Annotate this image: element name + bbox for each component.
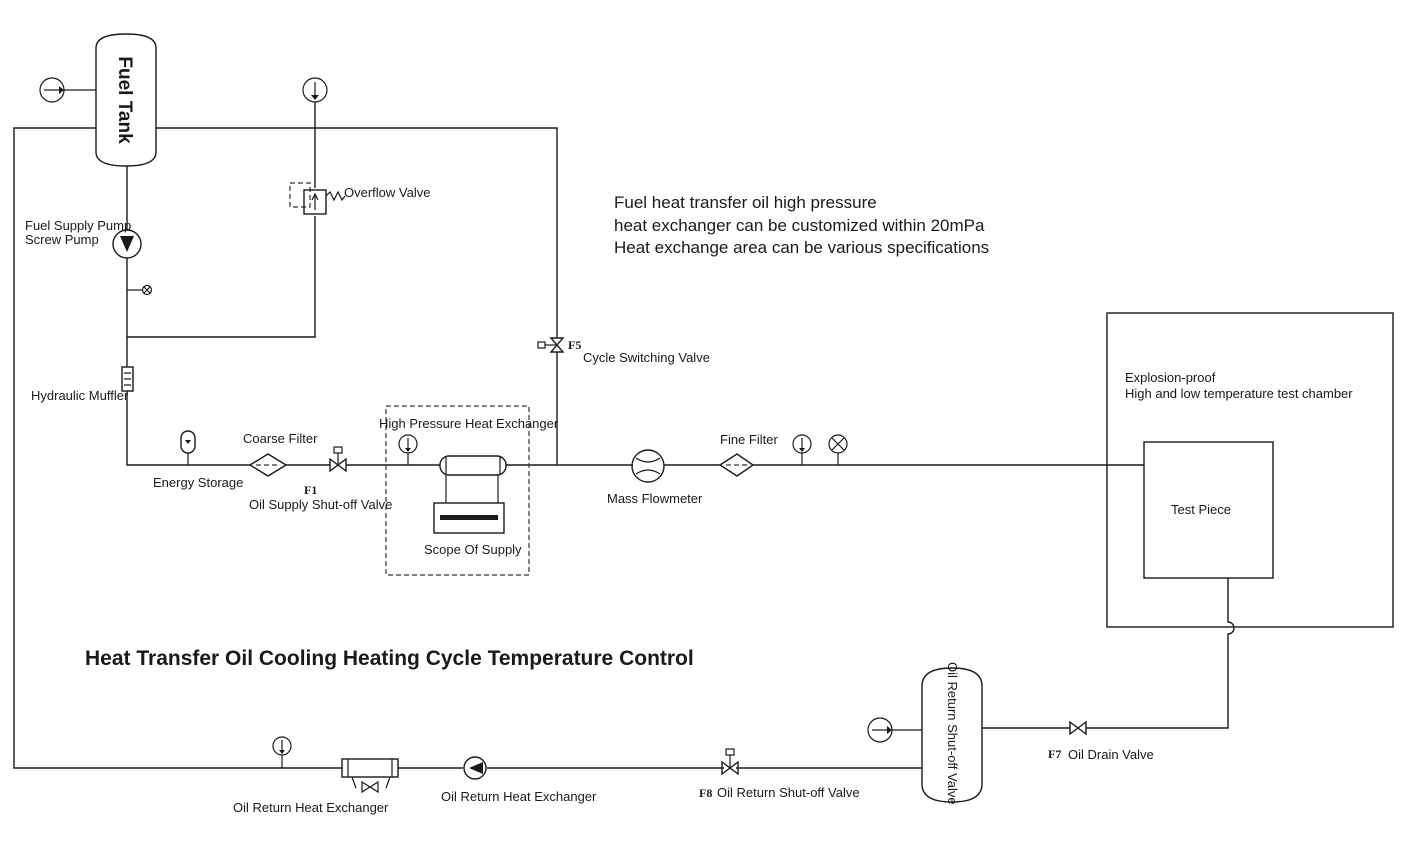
cycle-switching-valve-label: Cycle Switching Valve — [583, 350, 710, 365]
fuel-tank-label: Fuel Tank — [114, 56, 135, 144]
coarse-filter-label: Coarse Filter — [243, 431, 318, 446]
hp-temp-gauge-icon — [398, 434, 418, 465]
test-piece — [1143, 441, 1274, 579]
energy-storage-icon — [180, 430, 196, 465]
oil-return-valve-label: Oil Return Shut-off Valve — [717, 785, 860, 800]
oil-return-heat-exchanger-label: Oil Return Heat Exchanger — [233, 800, 389, 815]
mass-flowmeter-label: Mass Flowmeter — [607, 491, 703, 506]
return-temp-gauge-icon — [272, 736, 292, 768]
supply-pressure-gauge-icon — [792, 434, 812, 465]
scope-of-supply-boundary — [385, 405, 530, 576]
spec-note-line-3: Heat exchange area can be various specif… — [614, 238, 989, 257]
oil-return-pump-icon — [463, 756, 487, 780]
overflow-valve — [289, 182, 346, 215]
oil-drain-valve-icon — [1069, 720, 1087, 736]
oil-return-heat-exchanger-icon — [341, 758, 399, 794]
oil-supply-valve-icon — [329, 446, 347, 473]
oil-return-valve-icon — [721, 748, 739, 776]
f7-tag: F7 — [1048, 747, 1061, 761]
screw-pump-label: Screw Pump — [25, 232, 99, 247]
test-chamber-label-2: High and low temperature test chamber — [1125, 386, 1353, 401]
pressure-gauge-icon — [302, 77, 328, 103]
fuel-tank: Fuel Tank — [95, 33, 157, 167]
f1-tag: F1 — [304, 483, 317, 497]
f5-tag: F5 — [568, 338, 581, 352]
tank-level-gauge-icon — [39, 77, 96, 103]
energy-storage-label: Energy Storage — [153, 475, 243, 490]
hp-heat-exchanger-label: High Pressure Heat Exchanger — [379, 416, 559, 431]
spec-note-line-1: Fuel heat transfer oil high pressure — [614, 193, 877, 212]
test-chamber-label-1: Explosion-proof — [1125, 370, 1216, 385]
fuel-supply-pump-label: Fuel Supply Pump — [25, 218, 131, 233]
pipe-network — [13, 102, 1235, 769]
fuel-supply-pump-icon — [112, 229, 142, 259]
scope-of-supply-label: Scope Of Supply — [424, 542, 522, 557]
mass-flowmeter-icon — [631, 449, 665, 483]
diagram-title: Heat Transfer Oil Cooling Heating Cycle … — [85, 647, 694, 670]
coarse-filter-icon — [248, 453, 288, 477]
return-tank-label: Oil Return Shut-off Valve — [945, 662, 960, 805]
return-tank-gauge-icon — [867, 717, 922, 743]
return-tank: Oil Return Shut-off Valve — [921, 662, 983, 805]
supply-flow-indicator-icon — [828, 434, 848, 465]
test-piece-label: Test Piece — [1171, 502, 1231, 517]
oil-supply-valve-label: Oil Supply Shut-off Valve — [249, 497, 392, 512]
test-chamber — [1106, 312, 1394, 628]
oil-drain-valve-label: Oil Drain Valve — [1068, 747, 1154, 762]
spec-note-line-2: heat exchanger can be customized within … — [614, 216, 985, 235]
fine-filter-icon — [718, 453, 755, 477]
f8-tag: F8 — [699, 786, 712, 800]
hp-heat-exchanger-icon — [433, 455, 507, 534]
pump-outlet-gauge-icon — [141, 284, 153, 296]
overflow-valve-label: Overflow Valve — [344, 185, 430, 200]
cycle-switching-valve-icon — [537, 337, 565, 353]
oil-return-pump-label: Oil Return Heat Exchanger — [441, 789, 597, 804]
fine-filter-label: Fine Filter — [720, 432, 778, 447]
hydraulic-muffler-label: Hydraulic Muffler — [31, 388, 129, 403]
hydraulic-muffler-icon — [121, 366, 134, 392]
